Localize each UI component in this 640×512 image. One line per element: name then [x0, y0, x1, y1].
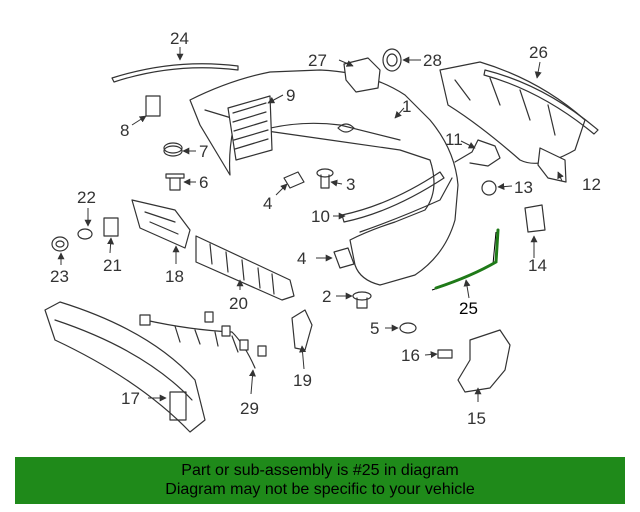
part-14-bracket[interactable] [524, 204, 546, 233]
callout-5: 5 [370, 319, 379, 338]
part-11-sensor[interactable] [454, 139, 501, 167]
callout-9: 9 [286, 86, 295, 105]
callout-14: 14 [528, 256, 547, 275]
part-20-absorber[interactable] [195, 235, 295, 301]
callout-29: 29 [240, 399, 259, 418]
callout-20: 20 [229, 294, 248, 313]
callout-6: 6 [199, 173, 208, 192]
part-15-mud-flap[interactable] [457, 329, 511, 393]
callout-15: 15 [467, 409, 486, 428]
part-5-nut[interactable] [399, 322, 417, 334]
callout-22: 22 [77, 188, 96, 207]
callout-7: 7 [199, 142, 208, 161]
leader-lines [57, 47, 564, 402]
part-28-grommet[interactable] [382, 48, 402, 72]
callout-2-lower: 2 [322, 287, 331, 306]
callout-18: 18 [165, 267, 184, 286]
part-25-reflector-strip[interactable] [431, 228, 500, 291]
callout-19: 19 [293, 371, 312, 390]
part-7-nut[interactable] [163, 142, 183, 157]
part-9-panel[interactable] [227, 95, 273, 161]
callout-16: 16 [401, 346, 420, 365]
callout-17: 17 [121, 389, 140, 408]
callout-labels: 24 8 9 7 6 27 28 1 26 11 12 13 14 3 4 10… [50, 29, 601, 428]
part-29-wiring-harness[interactable] [139, 311, 267, 369]
part-13-grommet[interactable] [481, 180, 497, 196]
callout-26: 26 [529, 43, 548, 62]
callout-4-upper: 4 [263, 194, 272, 213]
callout-8: 8 [120, 121, 129, 140]
part-18-bracket[interactable] [131, 199, 191, 249]
callout-10: 10 [311, 207, 330, 226]
part-23-nut[interactable] [51, 236, 69, 252]
part-3-screw[interactable] [316, 168, 334, 189]
part-19-bracket[interactable] [291, 309, 313, 351]
part-17-reinforcement-beam[interactable] [44, 301, 206, 433]
callout-13: 13 [514, 178, 533, 197]
part-4-clip-upper[interactable] [283, 171, 305, 189]
part-16-screw[interactable] [437, 349, 453, 359]
callout-11: 11 [445, 130, 463, 149]
part-21-clip[interactable] [103, 217, 119, 237]
part-24-trim-strip[interactable] [111, 63, 239, 83]
callout-23: 23 [50, 267, 69, 286]
part-4-clip-lower[interactable] [333, 247, 355, 269]
callout-28: 28 [423, 51, 442, 70]
info-banner: Part or sub-assembly is #25 in diagram D… [15, 457, 625, 504]
part-8-clip[interactable] [145, 95, 161, 117]
banner-line-2: Diagram may not be specific to your vehi… [165, 481, 475, 498]
callout-27: 27 [308, 51, 327, 70]
banner-line-1: Part or sub-assembly is #25 in diagram [181, 462, 459, 479]
callout-12: 12 [582, 175, 601, 194]
callout-25: 25 [459, 299, 478, 318]
callout-1: 1 [402, 97, 411, 116]
part-22-nut[interactable] [77, 228, 93, 240]
callout-3: 3 [346, 175, 355, 194]
part-2-screw[interactable] [352, 291, 372, 309]
callout-4-lower: 4 [297, 249, 306, 268]
part-26-diffuser[interactable] [439, 61, 599, 164]
part-6-bolt[interactable] [165, 173, 185, 191]
part-10-lower-strip[interactable] [341, 171, 445, 223]
callout-24: 24 [170, 29, 189, 48]
callout-21: 21 [103, 256, 122, 275]
